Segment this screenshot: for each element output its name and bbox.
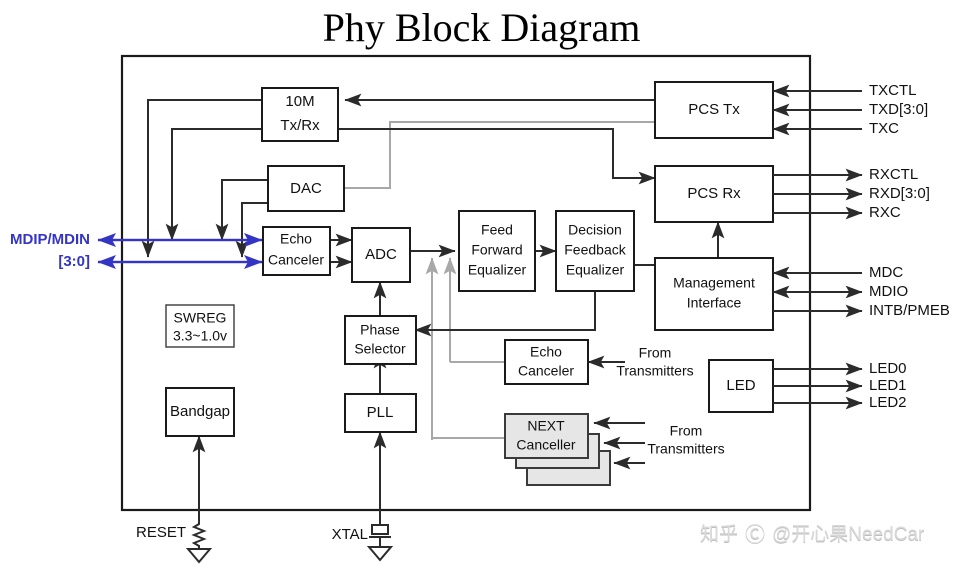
io-label-txc: TXC [869, 120, 899, 137]
reset-resistor-icon [191, 520, 207, 549]
io-label-xtal: XTAL [332, 526, 368, 543]
note-from-transmitters-1b: Transmitters [616, 363, 693, 379]
block-mgmt-label2: Interface [687, 295, 742, 311]
block-dfe-label2: Feedback [564, 242, 626, 258]
block-phase-selector-label1: Phase [360, 322, 400, 338]
watermark: 知乎 Ⓒ @开心果NeedCar [700, 518, 924, 547]
block-next-canceller[interactable] [504, 413, 589, 459]
note-from-transmitters-2b: Transmitters [647, 441, 724, 457]
io-label-txctl: TXCTL [869, 82, 917, 99]
wire-dac-out-a [215, 179, 268, 241]
block-dfe-label3: Equalizer [566, 262, 625, 278]
block-echo-canceler-left[interactable] [262, 226, 331, 276]
io-label-mdi-range: [3:0] [58, 253, 90, 270]
block-mgmt-label1: Management [673, 275, 755, 291]
zhihu-logo-icon: Ⓒ [745, 524, 766, 546]
wire-pcstx-to-dac [319, 121, 655, 195]
watermark-handle: @开心果NeedCar [772, 524, 925, 545]
block-pcs-rx[interactable] [654, 165, 774, 223]
block-management-interface[interactable] [654, 257, 774, 331]
note-from-transmitters-1a: From [639, 345, 672, 361]
block-dac-label: DAC [290, 180, 322, 197]
block-echo-canceler-right[interactable] [504, 339, 589, 385]
io-label-rxd: RXD[3:0] [869, 185, 930, 202]
io-label-rxc: RXC [869, 204, 901, 221]
block-swreg-label2: 3.3~1.0v [173, 328, 227, 344]
chip-boundary [120, 54, 812, 512]
io-label-intb: INTB/PMEB [869, 302, 950, 319]
io-label-mdip-mdin: MDIP/MDIN [10, 231, 90, 248]
block-phase-selector-label2: Selector [354, 341, 406, 357]
block-phase-selector[interactable] [344, 315, 417, 365]
reset-ground-icon [185, 548, 213, 564]
io-label-rxctl: RXCTL [869, 166, 918, 183]
wire-dfe-to-phasesel [414, 289, 596, 337]
io-label-reset: RESET [136, 524, 186, 541]
block-ffe-label3: Equalizer [468, 262, 527, 278]
block-echo-canceler-right-label2: Canceler [518, 363, 574, 379]
block-pcs-rx-label: PCS Rx [687, 185, 741, 202]
block-decision-feedback-equalizer[interactable] [555, 210, 635, 292]
block-ffe-label2: Forward [471, 242, 522, 258]
block-10m-txrx-label2: Tx/Rx [280, 117, 320, 134]
block-echo-canceler-left-label1: Echo [280, 231, 312, 247]
block-10m-txrx[interactable] [261, 87, 339, 142]
block-pcs-tx[interactable] [654, 81, 774, 139]
block-swreg[interactable] [165, 304, 235, 348]
block-dac[interactable] [267, 165, 345, 212]
io-label-led0: LED0 [869, 360, 907, 377]
block-ffe-label1: Feed [481, 222, 513, 238]
io-label-mdio: MDIO [869, 283, 908, 300]
page-title: Phy Block Diagram [322, 5, 641, 50]
wire-10m-to-pcsrx [338, 128, 656, 185]
io-label-led1: LED1 [869, 377, 907, 394]
xtal-crystal-icon [369, 520, 391, 547]
block-next-canceller-label1: NEXT [527, 418, 565, 434]
block-pcs-tx-label: PCS Tx [688, 101, 740, 118]
block-bandgap-label: Bandgap [170, 403, 230, 420]
block-echo-canceler-right-label1: Echo [530, 344, 562, 360]
block-led-label: LED [726, 377, 755, 394]
block-next-canceller-label2: Canceller [516, 437, 575, 453]
wire-10m-out-a [165, 128, 262, 241]
io-label-led2: LED2 [869, 394, 907, 411]
watermark-site: 知乎 [700, 524, 739, 545]
block-10m-txrx-label1: 10M [285, 93, 314, 110]
block-pll-label: PLL [367, 404, 394, 421]
block-bandgap[interactable] [165, 387, 235, 437]
block-pll[interactable] [344, 393, 417, 433]
block-echo-canceler-left-label2: Canceler [268, 252, 324, 268]
xtal-ground-icon [366, 546, 394, 562]
block-adc-label: ADC [365, 246, 397, 263]
block-feed-forward-equalizer[interactable] [458, 210, 536, 292]
block-adc[interactable] [351, 227, 411, 283]
block-swreg-label1: SWREG [174, 310, 227, 326]
wire-10m-out-b [141, 99, 262, 258]
note-from-transmitters-2a: From [670, 423, 703, 439]
io-label-mdc: MDC [869, 264, 903, 281]
block-led[interactable] [708, 359, 774, 413]
block-dfe-label1: Decision [568, 222, 622, 238]
io-label-txd: TXD[3:0] [869, 101, 928, 118]
